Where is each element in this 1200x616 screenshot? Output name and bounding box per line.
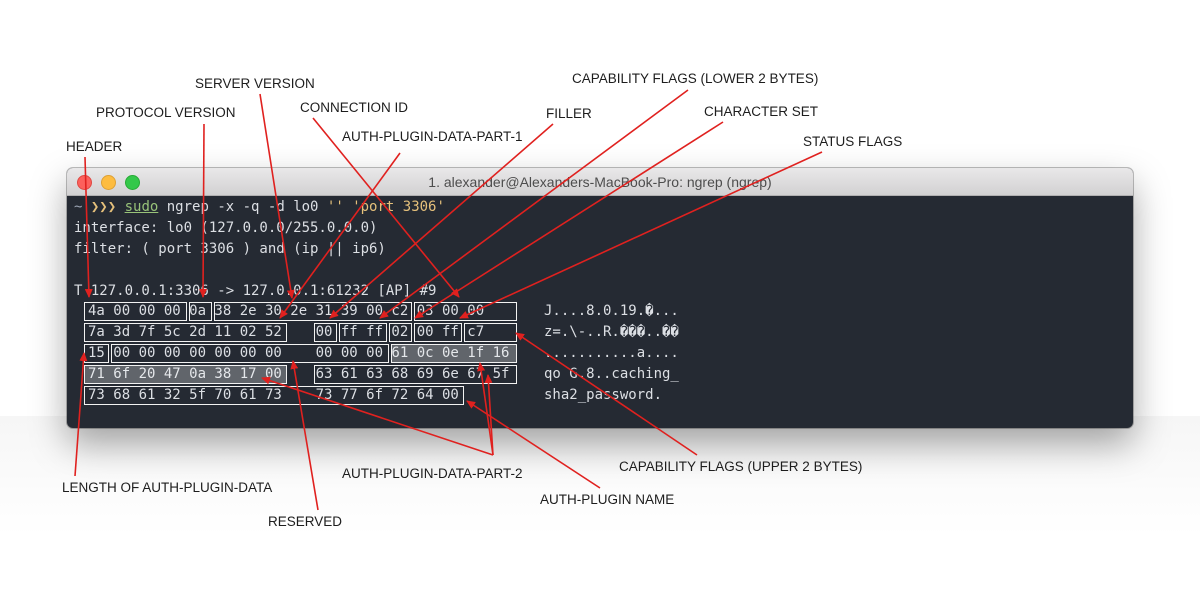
arrow-server-version <box>259 93 295 299</box>
auth-plugin-name-box <box>84 386 464 405</box>
label-capability-flags-upper: CAPABILITY FLAGS (UPPER 2 BYTES) <box>619 459 863 474</box>
prompt-tilde: ~ <box>74 199 83 215</box>
arrow-status-flags <box>459 151 823 319</box>
close-button[interactable] <box>77 175 92 190</box>
label-length-of-auth-plugin-data: LENGTH OF AUTH-PLUGIN-DATA <box>62 480 273 495</box>
command-text: ngrep -x -q -d lo0 <box>158 199 327 215</box>
filter-line: filter: ( port 3306 ) and (ip || ip6) <box>74 241 386 257</box>
ascii-row: sha2_password. <box>544 387 663 403</box>
command-line: ~ ❯❯❯ sudo ngrep -x -q -d lo0 '' 'port 3… <box>74 197 445 217</box>
arrow-reserved <box>290 360 319 511</box>
background-floor <box>0 416 1200 616</box>
label-auth-plugin-name: AUTH-PLUGIN NAME <box>540 492 675 507</box>
auth-plugin-data-part-1-box <box>84 323 287 342</box>
label-server-version: SERVER VERSION <box>195 76 315 91</box>
arrow-protocol-version <box>199 123 208 298</box>
window-title: 1. alexander@Alexanders-MacBook-Pro: ngr… <box>428 174 772 190</box>
label-auth-plugin-data-part-1: AUTH-PLUGIN-DATA-PART-1 <box>342 129 523 144</box>
ascii-row: z=.\-..R.���..�� <box>544 324 679 340</box>
header-box <box>84 302 187 321</box>
reserved-box <box>111 344 389 363</box>
auth-plugin-name-box <box>314 365 517 384</box>
arrow-capability-flags-upper <box>515 332 698 456</box>
interface-line: interface: lo0 (127.0.0.0/255.0.0.0) <box>74 220 378 236</box>
terminal-window[interactable]: 1. alexander@Alexanders-MacBook-Pro: ngr… <box>67 168 1133 428</box>
command-arg-filter: 'port 3306' <box>352 199 445 215</box>
command-arg-empty: '' <box>326 199 344 215</box>
hex-row: 15 00 00 00 00 00 00 00 00 00 00 61 0c 0… <box>88 345 510 361</box>
arrow-auth-plugin-name <box>466 400 601 489</box>
packet-header-line: T 127.0.0.1:3306 -> 127.0.0.1:61232 [AP]… <box>74 283 437 299</box>
arrow-filler <box>329 123 554 319</box>
label-auth-plugin-data-part-2: AUTH-PLUGIN-DATA-PART-2 <box>342 466 523 481</box>
terminal-output[interactable]: ~ ❯❯❯ sudo ngrep -x -q -d lo0 '' 'port 3… <box>67 196 1133 428</box>
ascii-row: ...........a.... <box>544 345 679 361</box>
label-capability-flags-lower: CAPABILITY FLAGS (LOWER 2 BYTES) <box>572 71 819 86</box>
auth-plugin-data-part-2-box <box>84 365 287 384</box>
status-flags-box <box>414 323 462 342</box>
ascii-row: qo G.8..caching_ <box>544 366 679 382</box>
arrow-auth-plugin-data-part-2 <box>261 376 494 456</box>
hex-row: 73 68 61 32 5f 70 61 73 73 77 6f 72 64 0… <box>88 387 459 403</box>
auth-plugin-data-part-2-box <box>391 344 517 363</box>
arrow-character-set <box>414 121 724 319</box>
arrow-auth-plugin-data-part-2 <box>477 362 494 456</box>
hex-row: 7a 3d 7f 5c 2d 11 02 52 00 ff ff 02 00 f… <box>88 324 485 340</box>
hex-row: 71 6f 20 47 0a 38 17 00 63 61 63 68 69 6… <box>88 366 510 382</box>
capability-flags-lower-box <box>339 323 387 342</box>
prompt-arrows: ❯❯❯ <box>90 199 117 215</box>
filler-box <box>314 323 337 342</box>
label-connection-id: CONNECTION ID <box>300 100 408 115</box>
command-sudo: sudo <box>124 199 159 215</box>
label-character-set: CHARACTER SET <box>704 104 819 119</box>
arrow-auth-plugin-data-part-2 <box>484 374 494 456</box>
minimize-button[interactable] <box>101 175 116 190</box>
label-header: HEADER <box>66 139 123 154</box>
label-protocol-version: PROTOCOL VERSION <box>96 105 236 120</box>
arrow-auth-plugin-data-part-1 <box>279 152 401 319</box>
arrow-header <box>84 156 93 298</box>
arrow-connection-id <box>312 117 460 298</box>
label-filler: FILLER <box>546 106 592 121</box>
protocol-version-box <box>189 302 212 321</box>
label-reserved: RESERVED <box>268 514 343 529</box>
arrow-length-of-auth-plugin-data <box>74 352 88 477</box>
title-bar[interactable]: 1. alexander@Alexanders-MacBook-Pro: ngr… <box>67 168 1133 196</box>
server-version-box <box>214 302 412 321</box>
label-status-flags: STATUS FLAGS <box>803 134 903 149</box>
ascii-row: J....8.0.19.�... <box>544 303 679 319</box>
zoom-button[interactable] <box>125 175 140 190</box>
character-set-box <box>389 323 412 342</box>
arrow-capability-flags-lower <box>379 89 689 319</box>
